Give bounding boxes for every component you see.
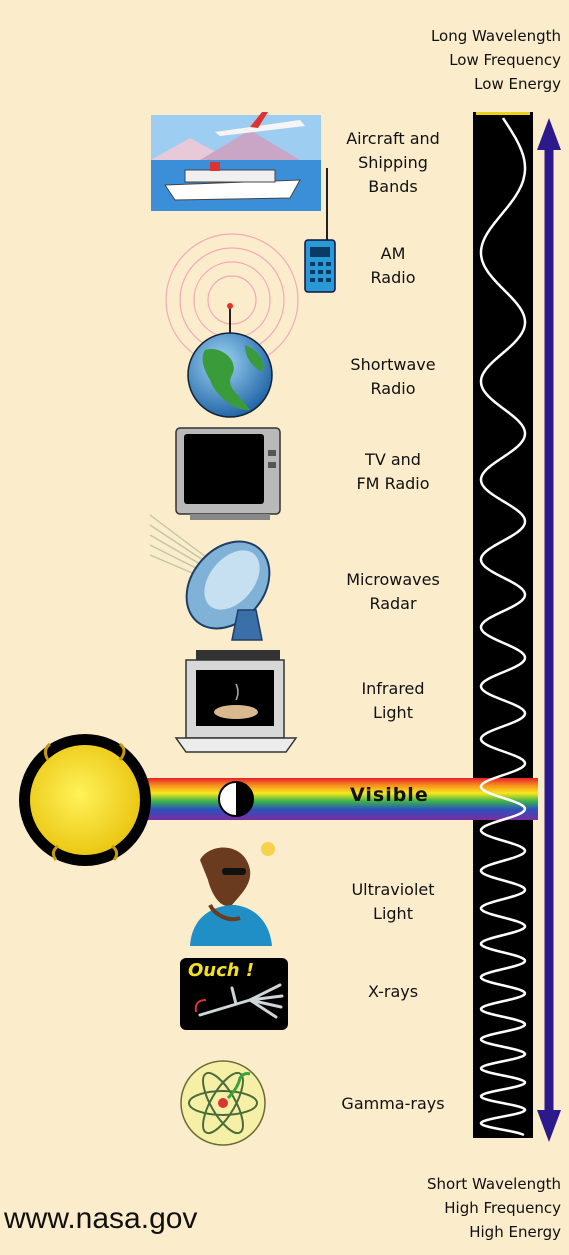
globe-antenna-icon <box>166 234 298 417</box>
band-label-am-radio: AM Radio <box>318 242 468 290</box>
atom-icon <box>181 1061 265 1145</box>
top-note: Long Wavelength Low Frequency Low Energy <box>431 24 561 96</box>
band-label-infrared: Infrared Light <box>318 677 468 725</box>
arrow-head-down <box>537 1110 561 1142</box>
band-label-tv-fm: TV and FM Radio <box>318 448 468 496</box>
band-label-gamma: Gamma-rays <box>318 1092 468 1116</box>
ship-and-plane-icon <box>151 112 321 211</box>
band-label-aircraft: Aircraft and Shipping Bands <box>318 127 468 199</box>
bottom-note: Short Wavelength High Frequency High Ene… <box>427 1172 561 1244</box>
sunbather-icon <box>180 840 288 946</box>
xray-caption: Ouch ! <box>188 960 254 981</box>
band-label-xrays: X-rays <box>318 980 468 1004</box>
band-label-ultraviolet: Ultraviolet Light <box>318 878 468 926</box>
arrow-head-up <box>537 118 561 150</box>
band-label-microwaves: Microwaves Radar <box>318 568 468 616</box>
visible-light-band <box>140 778 538 820</box>
television-icon <box>176 428 280 520</box>
oven-icon <box>176 650 296 752</box>
band-label-visible: Visible <box>350 784 429 806</box>
satellite-dish-icon <box>150 515 286 645</box>
credit-text: www.nasa.gov <box>4 1202 197 1236</box>
band-label-shortwave: Shortwave Radio <box>318 353 468 401</box>
